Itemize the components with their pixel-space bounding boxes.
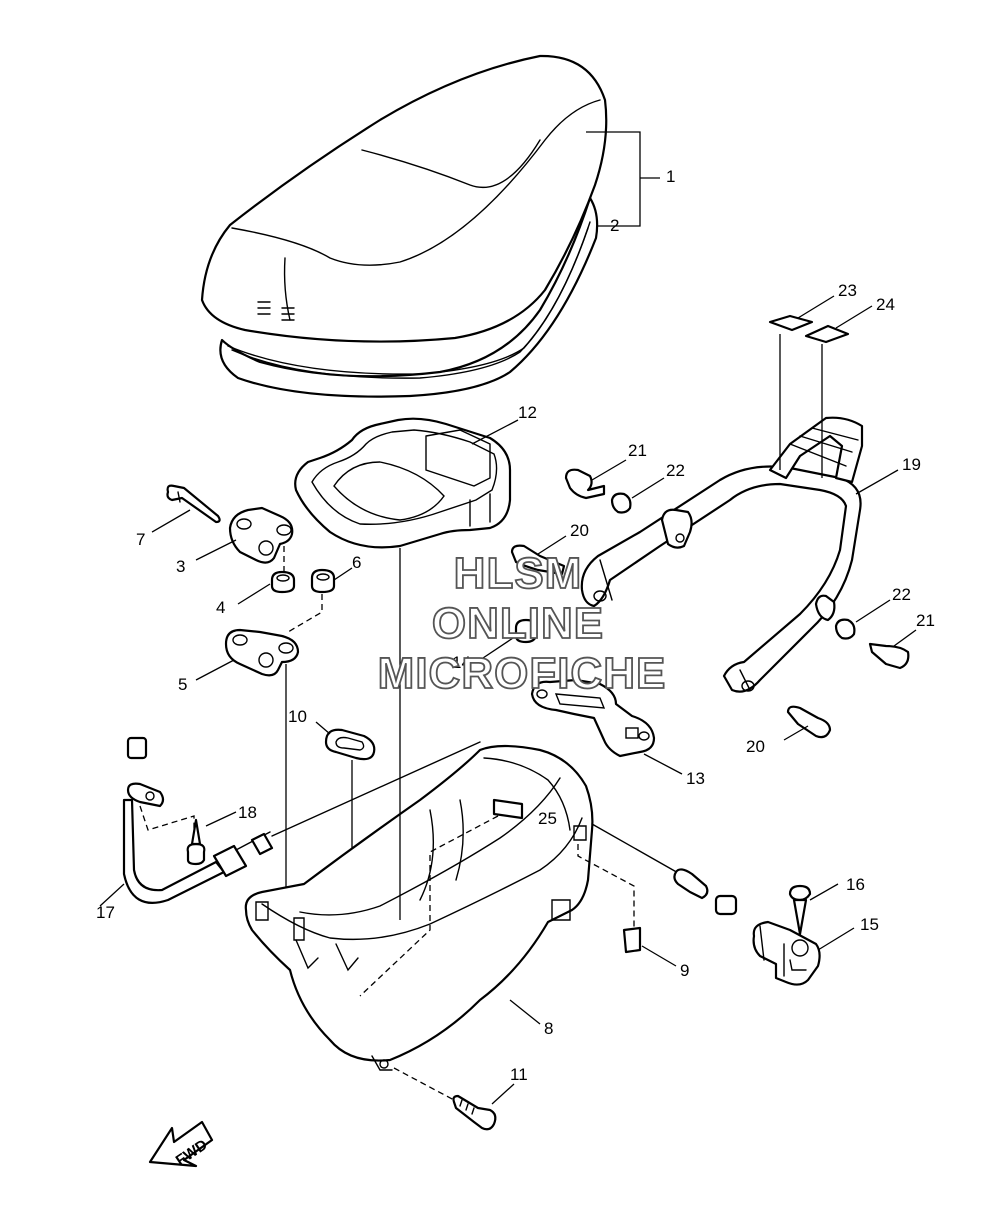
collar-22-upper[interactable] bbox=[610, 492, 632, 514]
watermark-line2: ONLINE bbox=[432, 599, 604, 648]
callout-2: 2 bbox=[610, 216, 619, 235]
grommet-10[interactable] bbox=[324, 728, 376, 761]
callout-15: 15 bbox=[860, 915, 879, 934]
callout-21b: 21 bbox=[916, 611, 935, 630]
callout-9: 9 bbox=[680, 961, 689, 980]
nut-6[interactable] bbox=[310, 568, 336, 594]
storage-tray[interactable] bbox=[294, 417, 512, 549]
bolt-20-lower[interactable] bbox=[786, 705, 832, 739]
label-25[interactable] bbox=[492, 798, 524, 820]
bracket-13[interactable] bbox=[530, 678, 656, 758]
pad-24[interactable] bbox=[804, 324, 850, 344]
watermark: HLSM ONLINE MICROFICHE bbox=[377, 548, 667, 699]
callout-7: 7 bbox=[136, 530, 145, 549]
seat-frame bbox=[219, 196, 599, 398]
forward-arrow-icon: FWD bbox=[148, 1120, 214, 1169]
callout-17: 17 bbox=[96, 903, 115, 922]
callout-22b: 22 bbox=[892, 585, 911, 604]
callout-8: 8 bbox=[544, 1019, 553, 1038]
bolt-7[interactable] bbox=[166, 484, 221, 524]
callout-6: 6 bbox=[352, 553, 361, 572]
callout-10: 10 bbox=[288, 707, 307, 726]
callout-19: 19 bbox=[902, 455, 921, 474]
watermark-line3: MICROFICHE bbox=[378, 649, 667, 698]
watermark-line1: HLSM bbox=[454, 549, 583, 598]
callout-13: 13 bbox=[686, 769, 705, 788]
callout-1: 1 bbox=[666, 167, 675, 186]
bolt-20-upper[interactable] bbox=[510, 544, 566, 576]
callout-18: 18 bbox=[238, 803, 257, 822]
luggage-box[interactable] bbox=[244, 744, 594, 1071]
callout-11: 11 bbox=[510, 1065, 528, 1084]
callout-4: 4 bbox=[216, 598, 225, 617]
nut-4[interactable] bbox=[270, 570, 296, 594]
callout-25: 25 bbox=[538, 809, 557, 828]
screw-18[interactable] bbox=[186, 818, 206, 866]
nut-14[interactable] bbox=[514, 618, 538, 644]
callout-23: 23 bbox=[838, 281, 857, 300]
callout-12: 12 bbox=[518, 403, 537, 422]
callout-14: 14 bbox=[452, 653, 471, 672]
collar-22-lower[interactable] bbox=[834, 618, 856, 640]
callout-22a: 22 bbox=[666, 461, 685, 480]
hinge-lower-5[interactable] bbox=[224, 628, 300, 677]
cable-end-right[interactable] bbox=[673, 868, 738, 916]
clip-9[interactable] bbox=[622, 926, 642, 954]
hinge-upper-3[interactable] bbox=[228, 506, 294, 564]
callout-3: 3 bbox=[176, 557, 185, 576]
seat-assembly[interactable] bbox=[200, 54, 608, 398]
bolt-11[interactable] bbox=[452, 1094, 497, 1131]
bolt-21-lower[interactable] bbox=[868, 642, 910, 670]
bracket-1-2 bbox=[586, 131, 660, 227]
seat-lock-cable-17[interactable] bbox=[122, 736, 481, 904]
screw-16[interactable] bbox=[788, 884, 812, 936]
seat-lock-15[interactable] bbox=[752, 920, 821, 986]
seat-cushion bbox=[200, 54, 608, 343]
callout-5: 5 bbox=[178, 675, 187, 694]
callout-16: 16 bbox=[846, 875, 865, 894]
callout-20b: 20 bbox=[746, 737, 765, 756]
callout-24: 24 bbox=[876, 295, 895, 314]
callout-20a: 20 bbox=[570, 521, 589, 540]
bolt-21-upper[interactable] bbox=[564, 468, 606, 500]
pad-23[interactable] bbox=[768, 314, 814, 332]
callout-21a: 21 bbox=[628, 441, 647, 460]
